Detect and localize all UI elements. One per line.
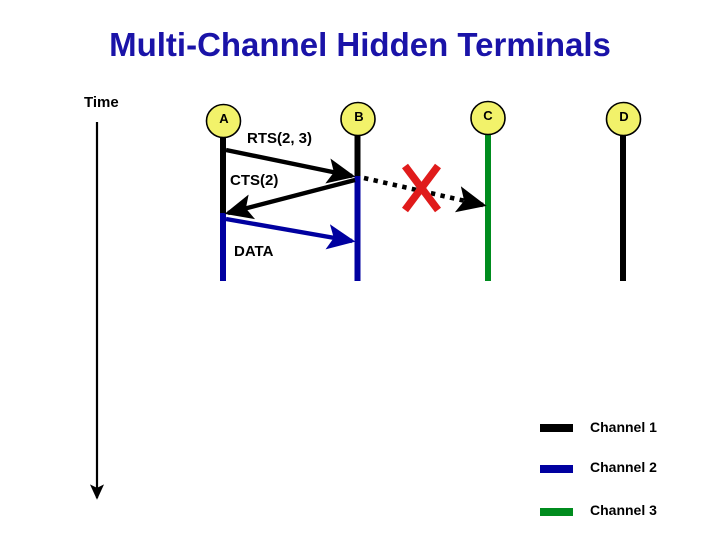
node-a[interactable] [205,103,242,139]
node-c[interactable] [470,100,506,136]
message-label-data: DATA [234,243,274,260]
node-label-b: B [354,109,364,124]
page-title: Multi-Channel Hidden Terminals [109,26,611,63]
message-arrow-cts [224,177,356,220]
legend-swatch-channel-1 [540,424,573,432]
legend-label-channel-3: Channel 3 [590,502,657,518]
legend-swatch-channel-2 [540,465,573,473]
message-arrow-data [225,216,356,250]
time-axis-label: Time [84,94,119,111]
node-label-d: D [619,109,629,124]
legend-swatch-channel-3 [540,508,573,516]
node-label-a: A [219,111,229,126]
node-b[interactable] [340,101,376,137]
message-arrow-rts [225,147,356,184]
node-d[interactable] [605,101,642,137]
node-label-c: C [483,108,493,123]
collision-x-icon [402,163,441,213]
message-label-rts: RTS(2, 3) [247,130,313,147]
legend-label-channel-2: Channel 2 [590,459,657,475]
message-label-cts: CTS(2) [230,172,279,189]
legend-label-channel-1: Channel 1 [590,419,657,435]
